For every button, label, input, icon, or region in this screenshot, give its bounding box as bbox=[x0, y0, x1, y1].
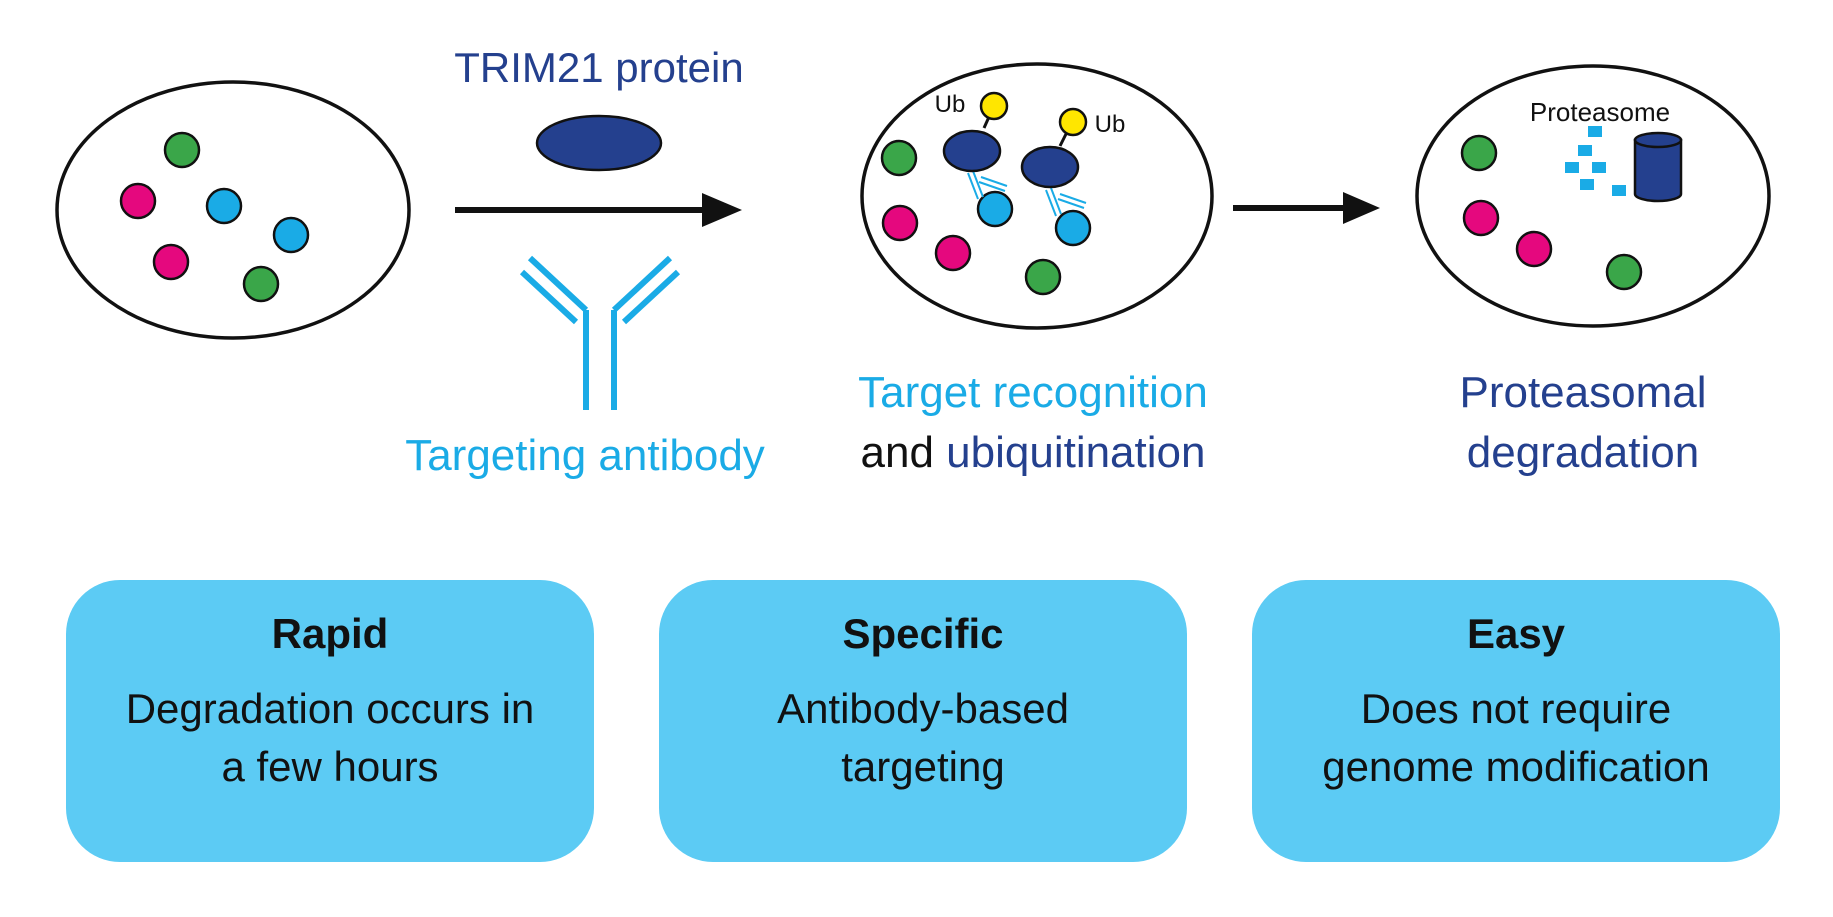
target-protein-cyan bbox=[1054, 209, 1092, 247]
card-title: Specific bbox=[842, 610, 1004, 657]
card-line: Antibody-based bbox=[777, 685, 1069, 732]
card-line: a few hours bbox=[221, 743, 439, 790]
arrow-2 bbox=[1233, 192, 1380, 224]
card-rapid: Rapid Degradation occurs in a few hours bbox=[66, 580, 594, 862]
ub-label: Ub bbox=[935, 91, 966, 118]
trim21-protein bbox=[942, 129, 1002, 173]
card-line: Degradation occurs in bbox=[125, 685, 535, 732]
protein-cyan bbox=[272, 216, 310, 254]
cell-recognition: Ub Ub bbox=[860, 62, 1214, 330]
cell-membrane-1 bbox=[55, 80, 411, 340]
target-protein-cyan bbox=[976, 190, 1014, 228]
protein-magenta bbox=[119, 182, 157, 220]
step2-label-line2: and ubiquitination bbox=[861, 428, 1206, 477]
antibody-icon bbox=[519, 255, 681, 410]
arrow-1 bbox=[455, 193, 742, 227]
protein-green bbox=[1605, 253, 1643, 291]
card-line: Does not require bbox=[1360, 685, 1672, 732]
protein-magenta bbox=[152, 243, 190, 281]
trim21-protein bbox=[1020, 145, 1080, 189]
card-body: Degradation occurs in a few hours bbox=[66, 680, 594, 796]
small-antibody-icon bbox=[1045, 187, 1087, 217]
cell-membrane-3 bbox=[1415, 64, 1771, 328]
card-easy: Easy Does not require genome modificatio… bbox=[1252, 580, 1780, 862]
card-line: targeting bbox=[841, 743, 1005, 790]
cell-degradation: Proteasome bbox=[1415, 64, 1771, 328]
step2-label-ubiquitination: ubiquitination bbox=[946, 428, 1205, 477]
proteasome-icon bbox=[1633, 131, 1683, 203]
protein-magenta bbox=[934, 234, 972, 272]
trim21-protein bbox=[535, 114, 663, 172]
protein-green bbox=[1024, 258, 1062, 296]
card-specific: Specific Antibody-based targeting bbox=[659, 580, 1187, 862]
step3-label-line2: degradation bbox=[1467, 428, 1699, 477]
card-title: Easy bbox=[1466, 610, 1566, 657]
protein-magenta bbox=[1462, 199, 1500, 237]
protein-magenta bbox=[1515, 230, 1553, 268]
small-antibody-icon bbox=[967, 170, 1008, 200]
protein-green bbox=[1460, 134, 1498, 172]
card-title: Rapid bbox=[271, 610, 389, 657]
trim21-label: TRIM21 protein bbox=[454, 44, 743, 91]
card-body: Does not require genome modification bbox=[1252, 680, 1780, 796]
step2-label-and: and bbox=[861, 428, 934, 477]
antibody-label: Targeting antibody bbox=[405, 431, 765, 480]
trim21-antibody-complex: Ub bbox=[935, 91, 1014, 228]
protein-cyan bbox=[205, 187, 243, 225]
step3-label-line1: Proteasomal bbox=[1459, 368, 1706, 417]
card-body: Antibody-based targeting bbox=[659, 680, 1187, 796]
protein-green bbox=[242, 265, 280, 303]
protein-green bbox=[880, 139, 918, 177]
step2-label-line1: Target recognition bbox=[858, 368, 1208, 417]
cell-membrane-2 bbox=[860, 62, 1214, 330]
ub-label: Ub bbox=[1095, 111, 1126, 138]
protein-magenta bbox=[881, 204, 919, 242]
trim21-antibody-complex: Ub bbox=[1020, 107, 1126, 247]
ubiquitin bbox=[1058, 107, 1088, 137]
peptide-fragments bbox=[1565, 126, 1626, 196]
ubiquitin bbox=[979, 91, 1009, 121]
proteasome-label: Proteasome bbox=[1530, 97, 1670, 127]
cell-initial bbox=[55, 80, 411, 340]
protein-green bbox=[163, 131, 201, 169]
card-line: genome modification bbox=[1322, 743, 1710, 790]
